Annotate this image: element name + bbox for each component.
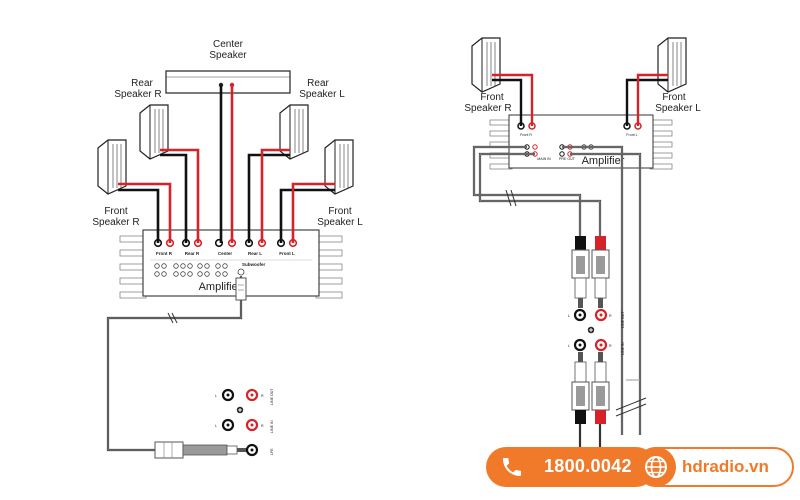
right-front-speaker-l [657, 37, 687, 93]
left-receiver-l-mark-1: L [215, 394, 217, 398]
globe-icon-badge [636, 447, 676, 487]
left-diagram: Center Speaker Rear Speaker R Rear Speak… [92, 39, 363, 459]
center-speaker-label-line2: Speaker [209, 50, 247, 61]
right-front-speaker-l-label-line1: Front [662, 92, 686, 103]
right-receiver-r-mark-2: R [609, 344, 612, 348]
center-speaker [165, 70, 291, 94]
right-receiver-panel [573, 308, 608, 352]
right-amp-front-r-label: Front R [520, 133, 532, 137]
left-receiver-panel [221, 388, 259, 457]
website-url: hdradio.vn [682, 457, 769, 476]
front-speaker-l-label-line1: Front [328, 206, 352, 217]
phone-icon [503, 458, 521, 476]
subwoofer-label: Subwoofer [242, 262, 265, 267]
amp-terminal-rear-r-label: Rear R [185, 251, 200, 256]
amp-terminal-rear-l-label: Rear L [248, 251, 262, 256]
right-receiver-l-mark-2: L [568, 344, 570, 348]
amp-terminal-front-l-label: Front L [279, 251, 295, 256]
left-amplifier-label: Amplifier [199, 281, 242, 293]
right-lower-cables [578, 424, 602, 450]
right-front-speaker-r-label-line2: Speaker R [464, 103, 511, 114]
right-front-speaker-r [471, 37, 501, 93]
amp-terminal-center-label: Center [218, 251, 233, 256]
left-subwoofer-plug-top [235, 277, 247, 301]
rear-speaker-r-label-line2: Speaker R [114, 89, 161, 100]
rear-speaker-r-label-line1: Rear [131, 78, 153, 89]
right-speaker-wires [492, 73, 668, 126]
right-receiver-l-mark-1: L [568, 314, 570, 318]
right-amplifier-fins [489, 119, 673, 170]
right-diagram: Front Speaker R Front Speaker L Amplifie… [464, 37, 701, 450]
phone-contact-button[interactable]: 1800.0042 [486, 447, 656, 487]
front-speaker-l-label-line2: Speaker L [317, 217, 363, 228]
right-amp-front-l-label: Front L [626, 133, 637, 137]
left-receiver-line-in-label: LINE IN [270, 420, 274, 433]
right-front-speaker-l-label-line2: Speaker L [655, 103, 701, 114]
left-receiver-lfe-label: LFE [270, 448, 274, 455]
left-receiver-r-mark-1: R [261, 394, 264, 398]
right-front-speaker-r-label-line1: Front [480, 92, 504, 103]
left-subwoofer-cable [106, 276, 243, 452]
rear-speaker-l-label-line2: Speaker L [299, 89, 345, 100]
globe-icon [645, 456, 667, 478]
right-amp-main-in-label: MAIN IN [537, 157, 551, 161]
right-amp-pre-out-label: PRE OUT [559, 157, 576, 161]
front-speaker-r-label-line1: Front [104, 206, 128, 217]
right-upper-rca-plugs [571, 236, 610, 308]
rear-speaker-l-label-line1: Rear [307, 78, 329, 89]
right-receiver-line-out-label: LINE OUT [621, 311, 625, 328]
front-speaker-r-label-line2: Speaker R [92, 217, 139, 228]
left-amp-rca-inputs [154, 263, 245, 277]
left-speaker-wires [118, 85, 335, 243]
center-speaker-label-line1: Center [213, 39, 244, 50]
right-rca-cables [472, 145, 647, 435]
left-receiver-r-mark-2: R [261, 424, 264, 428]
left-receiver-l-mark-2: L [215, 424, 217, 428]
website-link[interactable]: hdradio.vn [636, 447, 794, 487]
phone-number: 1800.0042 [544, 456, 632, 476]
right-receiver-r-mark-1: R [609, 314, 612, 318]
right-receiver-line-in-label: LINE IN [621, 342, 625, 355]
front-speaker-l [324, 139, 354, 195]
left-lfe-plug [154, 441, 249, 459]
amp-terminal-front-r-label: Front R [156, 251, 173, 256]
left-receiver-line-out-label: LINE OUT [270, 388, 274, 405]
right-amplifier-label: Amplifier [582, 155, 625, 167]
right-lower-rca-plugs [571, 352, 610, 424]
front-speaker-r [97, 139, 127, 195]
